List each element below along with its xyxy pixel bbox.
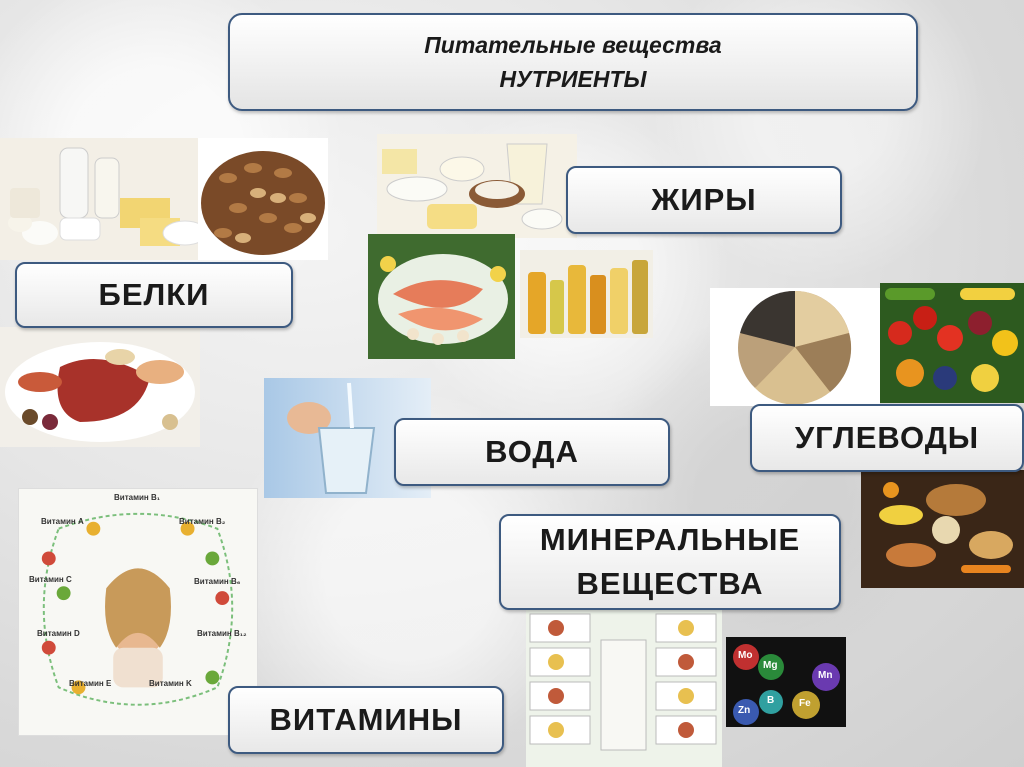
mineral-chart bbox=[526, 610, 722, 767]
element-mg: Mg bbox=[763, 660, 778, 671]
title-line-2: НУТРИЕНТЫ bbox=[499, 66, 647, 92]
vegetables-photo bbox=[880, 283, 1024, 403]
vitamins-text: ВИТАМИНЫ bbox=[269, 702, 463, 737]
vitamin-b6-label: Витамин B₆ bbox=[194, 577, 241, 586]
vitamin-b2-label: Витамин B₂ bbox=[179, 517, 226, 526]
water-label: ВОДА bbox=[394, 418, 670, 486]
title-line-1: Питательные вещества bbox=[424, 32, 722, 58]
vitamin-chart: Витамин B₁ Витамин A Витамин B₂ Витамин … bbox=[18, 488, 258, 736]
vitamin-c-label: Витамин C bbox=[29, 575, 72, 584]
nuts-photo bbox=[198, 138, 328, 260]
fish-photo bbox=[368, 234, 515, 359]
vitamin-e-label: Витамин E bbox=[69, 679, 112, 688]
dairy-photo bbox=[0, 138, 210, 260]
proteins-label: БЕЛКИ bbox=[15, 262, 293, 328]
minerals-text-line-2: ВЕЩЕСТВА bbox=[576, 566, 764, 601]
carbohydrates-label: УГЛЕВОДЫ bbox=[750, 404, 1024, 472]
meat-photo bbox=[0, 327, 200, 447]
vitamin-k-label: Витамин K bbox=[149, 679, 192, 688]
minerals-label: МИНЕРАЛЬНЫЕ ВЕЩЕСТВА bbox=[499, 514, 841, 610]
oil-bottles-photo bbox=[520, 250, 653, 338]
mineral-elements: Mo Mg Mn Zn B Fe bbox=[726, 637, 846, 727]
element-fe: Fe bbox=[799, 698, 811, 709]
element-zn: Zn bbox=[738, 705, 751, 716]
vitamin-b12-label: Витамин B₁₂ bbox=[197, 629, 247, 638]
minerals-text-line-1: МИНЕРАЛЬНЫЕ bbox=[539, 522, 801, 557]
vitamins-label: ВИТАМИНЫ bbox=[228, 686, 504, 754]
element-mo: Mo bbox=[738, 650, 753, 661]
proteins-text: БЕЛКИ bbox=[98, 277, 210, 312]
carbohydrates-text: УГЛЕВОДЫ bbox=[794, 420, 980, 455]
title-box: Питательные вещества НУТРИЕНТЫ bbox=[228, 13, 918, 111]
vitamin-d-label: Витамин D bbox=[37, 629, 80, 638]
element-b: B bbox=[767, 695, 775, 706]
fats-text: ЖИРЫ bbox=[651, 182, 757, 217]
fats-label: ЖИРЫ bbox=[566, 166, 842, 234]
carbs-photo bbox=[861, 470, 1024, 588]
vitamin-b1-label: Витамин B₁ bbox=[114, 493, 161, 502]
vitamin-a-label: Витамин A bbox=[41, 517, 84, 526]
grains-photo bbox=[710, 288, 880, 406]
fats-photo bbox=[377, 134, 577, 238]
water-text: ВОДА bbox=[485, 434, 579, 469]
element-mn: Mn bbox=[818, 670, 833, 681]
